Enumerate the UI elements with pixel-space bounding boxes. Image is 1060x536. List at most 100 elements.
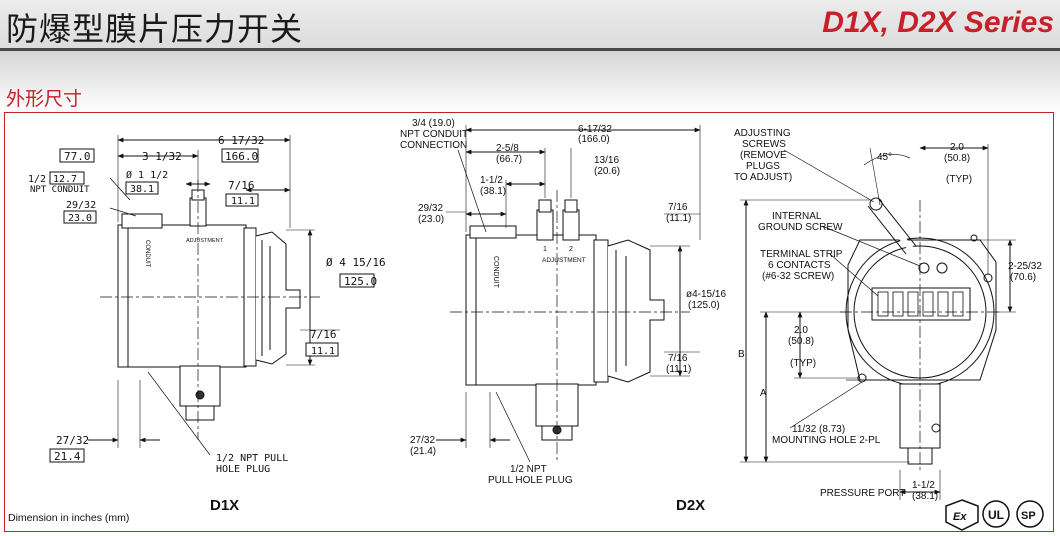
d1x-dim-125: 125.0 [344, 275, 377, 288]
d1x-pull-hole-1: 1/2 NPT PULL [216, 453, 288, 464]
certification-marks: Ex UL SP [945, 499, 1044, 531]
d2x-dim-7-16-bot: 7/16 [668, 353, 688, 364]
d2x-pull-2: PULL HOLE PLUG [488, 475, 573, 486]
d2x-dim-23: (23.0) [418, 214, 444, 225]
d2x-dim-7-16-top: 7/16 [668, 202, 688, 213]
adj-label-4: PLUGS [746, 161, 780, 172]
d2x-conduit-label: CONDUIT [492, 256, 499, 289]
ul-mark-icon: UL [982, 500, 1010, 528]
d1x-dim-12-7: 12.7 [53, 174, 77, 185]
d2x-dim-166: (166.0) [578, 134, 610, 145]
d1x-dim-166: 166.0 [225, 150, 258, 163]
d1x-dim-dia-1-half: Ø 1 1/2 [126, 169, 168, 181]
d2x-dim-27-32: 27/32 [410, 435, 435, 446]
d1x-dim-38-1: 38.1 [130, 184, 154, 195]
label-a: A [760, 388, 767, 399]
d2x-dim-6-17-32: 6-17/32 [578, 124, 612, 135]
adj-label-1: ADJUSTING [734, 128, 791, 139]
series-title: D1X, D2X Series [822, 6, 1054, 39]
side-dim-70-6: (70.6) [1010, 272, 1036, 283]
side-view-drawing [740, 144, 1016, 500]
d1x-caption: D1X [210, 497, 240, 514]
d1x-dim-7-16-top: 7/16 [228, 179, 255, 192]
d2x-dim-13-16: 13/16 [594, 155, 619, 166]
d1x-dim-27-32: 27/32 [56, 434, 89, 447]
ul-mark-text: UL [988, 508, 1004, 522]
side-dim-50-8: (50.8) [944, 153, 970, 164]
d1x-dim-11-1-bot: 11.1 [311, 346, 335, 357]
label-b: B [738, 349, 745, 360]
d1x-dim-6-17-32: 6 17/32 [218, 134, 264, 147]
terminal-label-3: (#6-32 SCREW) [762, 271, 834, 282]
pressure-port-label: PRESSURE PORT [820, 488, 905, 499]
d1x-dim-21-4: 21.4 [54, 450, 81, 463]
page-title: 防爆型膜片压力开关 [6, 10, 304, 48]
d2x-npt-1: 3/4 (19.0) [412, 118, 455, 129]
dimension-note: Dimension in inches (mm) [8, 512, 130, 524]
side-dim-2-0: 2.0 [950, 142, 964, 153]
d2x-dim-20-6: (20.6) [594, 166, 620, 177]
d2x-dim-11-1-top: (11.1) [666, 213, 691, 224]
gradient-band [0, 51, 1060, 113]
adj-label-2: SCREWS [742, 139, 786, 150]
d1x-dim-half: 1/2 [28, 174, 46, 185]
d2x-flange [593, 239, 609, 383]
d2x-screw-2-label: 2 [569, 246, 573, 253]
terminal-label-1: TERMINAL STRIP [760, 249, 843, 260]
side-typ: (TYP) [946, 174, 972, 185]
adj-label-3: (REMOVE [740, 150, 787, 161]
adj-label-5: TO ADJUST) [734, 172, 792, 183]
d1x-dim-7-16-bot: 7/16 [310, 328, 337, 341]
d2x-screw-1 [536, 209, 554, 241]
d1x-dim-11-1-top: 11.1 [231, 196, 255, 207]
d1x-npt-conduit: NPT CONDUIT [30, 185, 90, 195]
ex-mark-icon: Ex [945, 499, 979, 531]
section-title: 外形尺寸 [6, 88, 83, 110]
header-bar: 防爆型膜片压力开关 D1X, D2X Series [0, 0, 1060, 48]
d2x-dim-11-1-bot: (11.1) [666, 364, 691, 375]
csa-mark-icon: SP [1016, 500, 1044, 528]
side-dim-2-25-32: 2-25/32 [1008, 261, 1042, 272]
d2x-dim-38-1: (38.1) [480, 186, 506, 197]
d1x-adjustment-label: ADJUSTMENT [186, 238, 224, 244]
mid-typ: (TYP) [790, 358, 816, 369]
d2x-labels: 3/4 (19.0) NPT CONDUIT CONNECTION 6-17/3… [400, 118, 726, 486]
side-view-labels: ADJUSTING SCREWS (REMOVE PLUGS TO ADJUST… [734, 128, 1042, 502]
side-dim-1-half: 1-1/2 [912, 480, 935, 491]
d1x-dim-77: 77.0 [64, 150, 91, 163]
d2x-adjustment-label: ADJUSTMENT [542, 257, 586, 264]
header-rule [0, 48, 1060, 51]
d2x-caption: D2X [676, 497, 706, 514]
d2x-dim-dia: ø4-15/16 [686, 289, 726, 300]
mid-dim-2-0: 2.0 [794, 325, 808, 336]
d1x-body [117, 224, 247, 368]
d1x-dim-23: 23.0 [68, 213, 92, 224]
ground-label-2: GROUND SCREW [758, 222, 843, 233]
mount-label-2: MOUNTING HOLE 2-PL [772, 435, 881, 446]
ground-label-1: INTERNAL [772, 211, 822, 222]
d2x-pull-1: 1/2 NPT [510, 464, 547, 475]
d2x-dim-1-half: 1-1/2 [480, 175, 503, 186]
d1x-dim-29-32: 29/32 [66, 200, 96, 211]
d2x-screw-2 [562, 209, 580, 241]
d2x-dim-29-32: 29/32 [418, 203, 443, 214]
mount-label-1: 11/32 (8.73) [792, 424, 845, 435]
mid-dim-50-8: (50.8) [788, 336, 814, 347]
d1x-dim-3-1-32: 3 1/32 [142, 150, 182, 163]
drawing-frame [4, 112, 1054, 532]
d2x-dim-125: (125.0) [688, 300, 720, 311]
d2x-dim-21-4: (21.4) [410, 446, 436, 457]
d1x-port [179, 365, 221, 407]
d2x-dim-66-7: (66.7) [496, 154, 522, 165]
d2x-npt-3: CONNECTION [400, 140, 467, 151]
d2x-body [465, 234, 597, 386]
d1x-pull-hole-2: HOLE PLUG [216, 464, 270, 475]
terminal-label-2: 6 CONTACTS [768, 260, 831, 271]
d2x-screw-1-label: 1 [543, 246, 547, 253]
ex-mark-text: Ex [953, 511, 967, 523]
d2x-dim-2-5-8: 2-5/8 [496, 143, 519, 154]
d2x-drawing [436, 125, 701, 463]
csa-mark-text: SP [1021, 510, 1036, 522]
d1x-dim-dia-4-15-16: Ø 4 15/16 [326, 256, 386, 269]
